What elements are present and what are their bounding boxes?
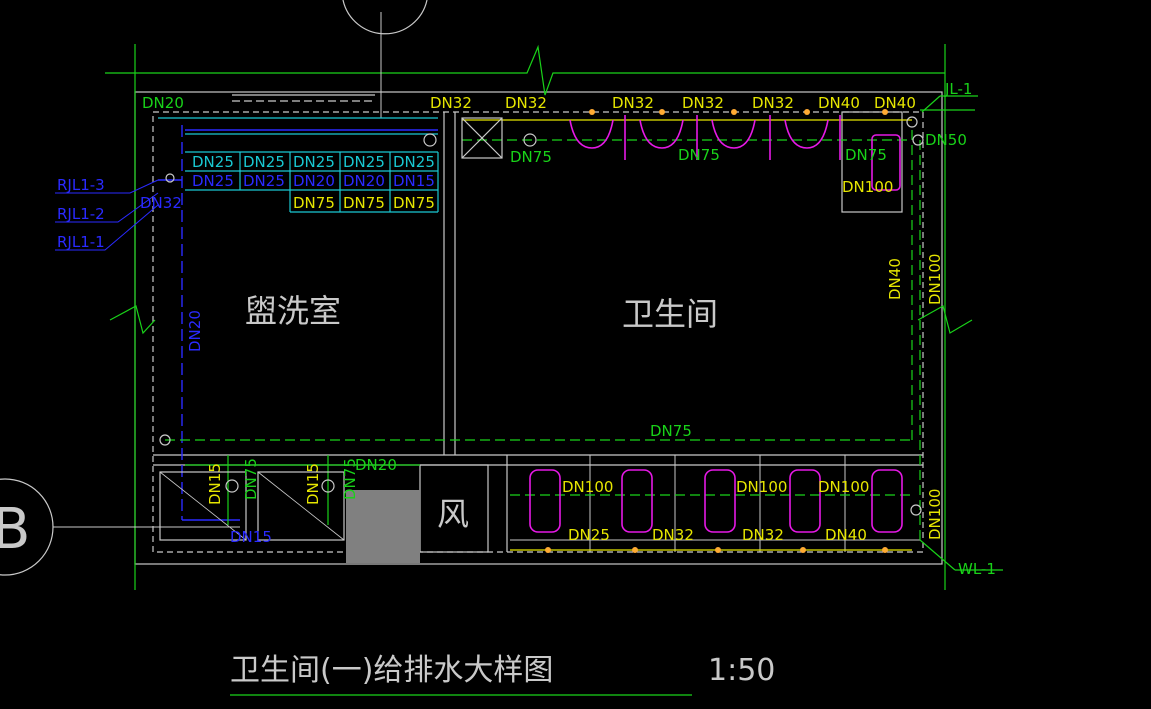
sink-row2-c4: DN20 [343, 172, 385, 190]
room-shaft: 风 [437, 495, 469, 533]
cold-supply-lines [462, 119, 912, 551]
label-wc-dn32-b: DN32 [742, 526, 784, 544]
riser-rjl2: RJL1-2 [57, 205, 105, 223]
sink-row2-c5: DN15 [393, 172, 435, 190]
label-left-dn20: DN20 [186, 310, 204, 352]
label-basin-dn15-b: DN15 [304, 463, 322, 505]
sink-row2-c3: DN20 [293, 172, 335, 190]
label-top-dn40-a: DN40 [818, 94, 860, 112]
label-top-dn32-e: DN32 [752, 94, 794, 112]
sink-row1-c4: DN25 [343, 153, 385, 171]
label-urinal-dn75-b: DN75 [678, 146, 720, 164]
sink-row1-c5: DN25 [393, 153, 435, 171]
riser-labels: JL-1 WL-1 RJL1-3 RJL1-2 RJL1-1 [57, 80, 996, 578]
riser-wl: WL-1 [958, 560, 996, 578]
toilets [529, 469, 903, 533]
floor-drains [159, 116, 924, 516]
sink-row1-c2: DN25 [243, 153, 285, 171]
structural-column [346, 490, 420, 563]
label-basin-dn15-c: DN15 [230, 528, 272, 546]
basins [159, 117, 503, 541]
label-top-dn32-d: DN32 [682, 94, 724, 112]
label-basin-dn15-a: DN15 [206, 463, 224, 505]
corner-box [841, 111, 903, 213]
label-wc-dn32-a: DN32 [652, 526, 694, 544]
water-supply-lines [158, 117, 439, 213]
hot-water-lines [55, 125, 438, 521]
label-top-dn20: DN20 [142, 94, 184, 112]
label-left-dn32: DN32 [140, 194, 182, 212]
sink-row3-c2: DN75 [343, 194, 385, 212]
riser-jl: JL-1 [944, 80, 972, 98]
label-wc-dn100-a: DN100 [562, 478, 613, 496]
label-mid-dn20: DN20 [355, 456, 397, 474]
riser-rjl1: RJL1-1 [57, 233, 105, 251]
sink-row2-c1: DN25 [192, 172, 234, 190]
label-top-dn32-a: DN32 [430, 94, 472, 112]
label-top-dn32-c: DN32 [612, 94, 654, 112]
label-vert-dn100-b: DN100 [926, 489, 944, 540]
drawing-scale: 1:50 [708, 653, 775, 688]
label-main-dn75: DN75 [650, 422, 692, 440]
label-urinal-dn75-c: DN75 [845, 146, 887, 164]
sink-row1-c1: DN25 [192, 153, 234, 171]
label-vert-dn100-a: DN100 [926, 254, 944, 305]
label-vert-dn40: DN40 [886, 258, 904, 300]
label-corner-dn100: DN100 [842, 178, 893, 196]
drainage-lines [165, 95, 1003, 571]
building-walls [134, 91, 943, 565]
room-washroom: 盥洗室 [245, 292, 341, 330]
pipe-labels: DN20 DN32 DN32 DN32 DN32 DN32 DN40 DN40 … [142, 94, 967, 544]
stall-partitions [510, 455, 920, 552]
sink-row3-c1: DN75 [293, 194, 335, 212]
label-wc-dn100-b: DN100 [736, 478, 787, 496]
label-top-dn40-b: DN40 [874, 94, 916, 112]
vertical-pipe-labels: DN40 DN100 DN100 DN20 DN15 DN75 DN15 DN7… [186, 254, 944, 540]
grid-label: B [0, 497, 30, 562]
label-urinal-dn75-a: DN75 [510, 148, 552, 166]
sink-row3-c3: DN75 [393, 194, 435, 212]
label-basin-dn75-a: DN75 [242, 458, 260, 500]
sink-table-labels: DN25 DN25 DN25 DN25 DN25 DN25 DN25 DN20 … [192, 153, 435, 212]
label-basin-dn75-b: DN75 [341, 458, 359, 500]
sink-row2-c2: DN25 [243, 172, 285, 190]
sink-row1-c3: DN25 [293, 153, 335, 171]
break-lines [105, 44, 973, 696]
urinals [569, 115, 901, 191]
grid-marker-top [342, 0, 428, 35]
fixture-valves [545, 109, 888, 553]
drawing-title: 卫生间(一)给排水大样图 [230, 653, 553, 688]
inner-wall [152, 111, 924, 553]
label-jl-dn50: DN50 [925, 131, 967, 149]
riser-rjl3: RJL1-3 [57, 176, 105, 194]
label-top-dn32-b: DN32 [505, 94, 547, 112]
label-wc-dn40: DN40 [825, 526, 867, 544]
label-wc-dn25: DN25 [568, 526, 610, 544]
room-toilet: 卫生间 [622, 295, 718, 333]
grid-marker-b: B [0, 478, 240, 576]
label-wc-dn100-c: DN100 [818, 478, 869, 496]
